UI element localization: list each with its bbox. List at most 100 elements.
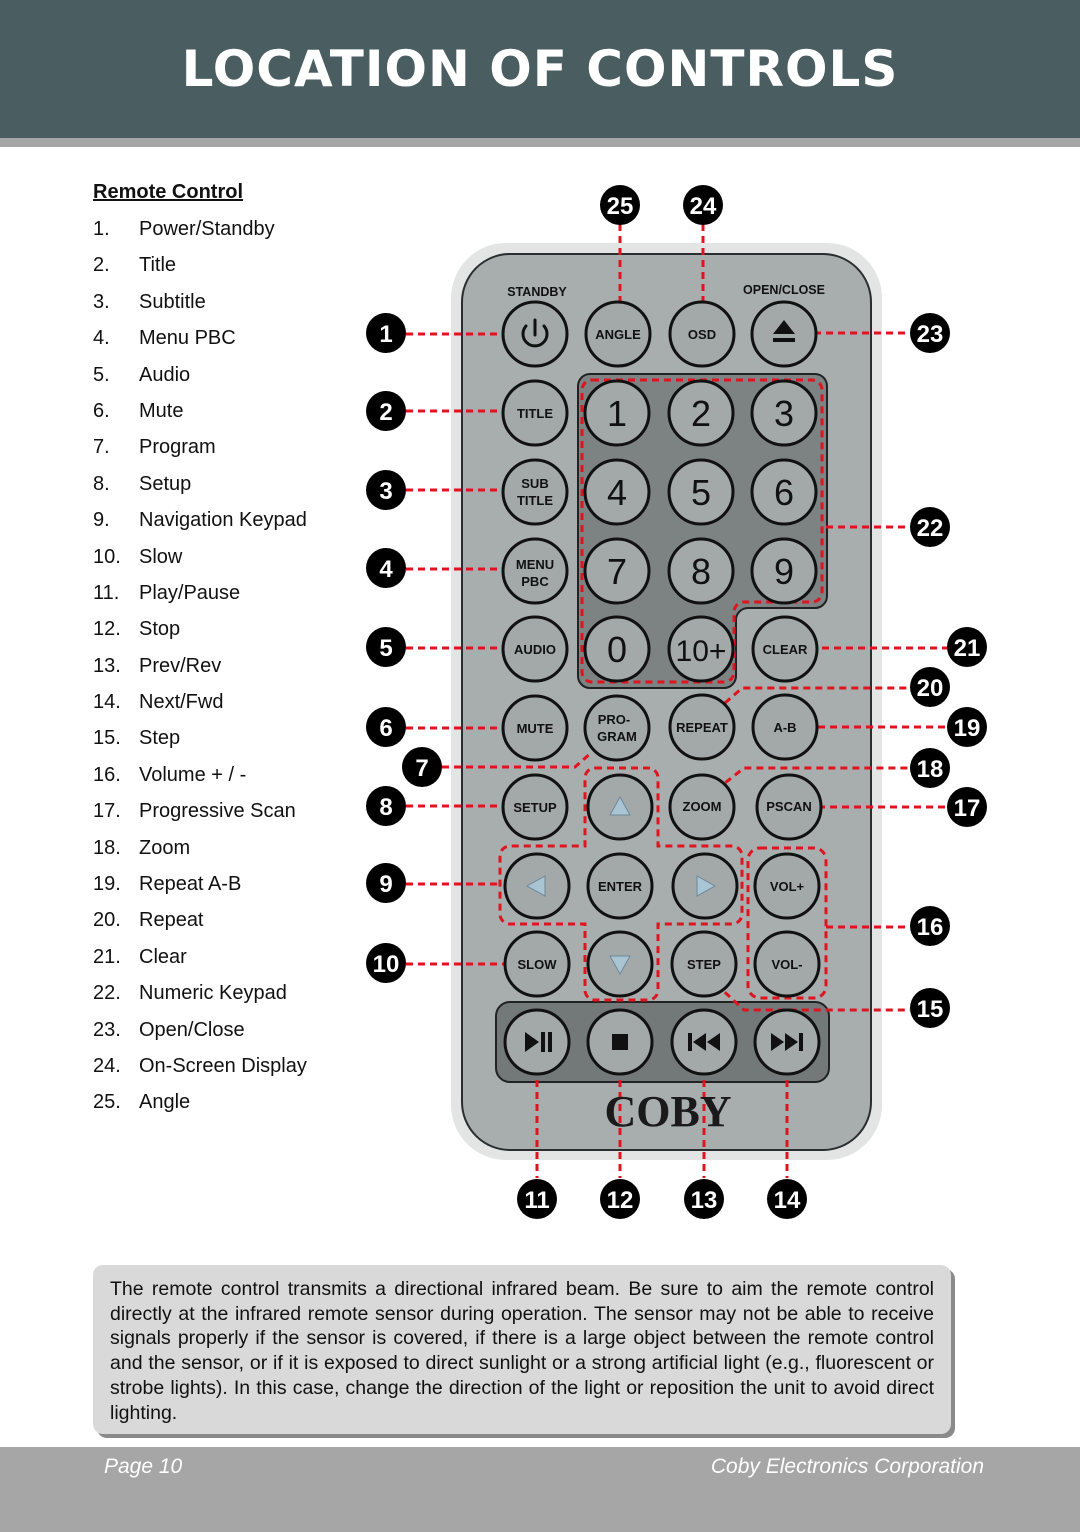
- svg-text:12: 12: [607, 1187, 634, 1214]
- volume-up-button[interactable]: VOL+: [753, 852, 821, 920]
- volume-up-label: VOL+: [770, 879, 805, 894]
- next-fwd-button[interactable]: [753, 1008, 821, 1076]
- nav-up-button[interactable]: [586, 773, 654, 841]
- item-label: Subtitle: [139, 290, 206, 313]
- stop-button[interactable]: [586, 1008, 654, 1076]
- digit-6-button[interactable]: 6: [750, 458, 818, 526]
- next-icon: [771, 1033, 803, 1051]
- item-label: Audio: [139, 363, 191, 386]
- item-label: Repeat: [139, 909, 204, 932]
- digit-0-button[interactable]: 0: [583, 615, 651, 683]
- digit-1-label: 1: [607, 393, 627, 434]
- open-close-button[interactable]: [750, 300, 818, 368]
- eject-icon: [773, 320, 795, 342]
- callout-5: 5: [366, 627, 406, 667]
- list-item: 23.Open/Close: [93, 1014, 307, 1050]
- item-number: 14.: [93, 691, 121, 714]
- list-item: 5.Audio: [93, 359, 307, 395]
- controls-list: 1.Power/Standby 2.Title 3.Subtitle 4.Men…: [93, 213, 307, 1123]
- item-label: Next/Fwd: [139, 691, 224, 714]
- navigation-keypad-outline: [498, 766, 744, 1002]
- infrared-note: The remote control transmits a direction…: [93, 1265, 951, 1434]
- svg-text:21: 21: [954, 635, 981, 662]
- callout-22: 22: [910, 507, 950, 547]
- digit-4-button[interactable]: 4: [583, 458, 651, 526]
- repeat-button[interactable]: REPEAT: [668, 693, 736, 761]
- subtitle-button-label-2: TITLE: [517, 493, 553, 508]
- item-number: 24.: [93, 1054, 121, 1077]
- digit-5-button[interactable]: 5: [667, 458, 735, 526]
- clear-button[interactable]: CLEAR: [751, 615, 819, 683]
- title-button[interactable]: TITLE: [501, 379, 569, 447]
- item-label: Play/Pause: [139, 581, 241, 604]
- audio-button[interactable]: AUDIO: [501, 615, 569, 683]
- repeat-ab-button[interactable]: A-B: [751, 693, 819, 761]
- list-item: 25.Angle: [93, 1086, 307, 1122]
- svg-text:9: 9: [379, 871, 392, 898]
- mute-button[interactable]: MUTE: [501, 694, 569, 762]
- item-label: Setup: [139, 472, 192, 495]
- prev-rev-button[interactable]: [670, 1008, 738, 1076]
- volume-keys-outline: [746, 846, 828, 1000]
- svg-text:24: 24: [690, 193, 717, 220]
- svg-text:2: 2: [379, 399, 392, 426]
- enter-button[interactable]: ENTER: [586, 852, 654, 920]
- digit-9-button[interactable]: 9: [750, 537, 818, 605]
- callout-15: 15: [910, 988, 950, 1028]
- list-item: 7.Program: [93, 431, 307, 467]
- digit-3-button[interactable]: 3: [750, 379, 818, 447]
- power-button[interactable]: [501, 300, 569, 368]
- callout-18: 18: [910, 748, 950, 788]
- callout-4: 4: [366, 548, 406, 588]
- pscan-button[interactable]: PSCAN: [755, 773, 823, 841]
- item-number: 25.: [93, 1091, 121, 1114]
- callout-19: 19: [947, 707, 987, 747]
- zoom-button[interactable]: ZOOM: [668, 773, 736, 841]
- item-number: 10.: [93, 545, 121, 568]
- svg-text:5: 5: [379, 635, 392, 662]
- subtitle-button[interactable]: SUB TITLE: [501, 458, 569, 526]
- nav-right-button[interactable]: [671, 852, 739, 920]
- volume-down-button[interactable]: VOL-: [753, 930, 821, 998]
- footer-bar: [0, 1447, 1080, 1532]
- digit-1-button[interactable]: 1: [583, 379, 651, 447]
- callout-line-18: [715, 766, 910, 792]
- item-number: 22.: [93, 982, 121, 1005]
- callout-6: 6: [366, 707, 406, 747]
- numeric-keypad-outline: [580, 378, 824, 684]
- arrow-left-icon: [525, 875, 546, 897]
- item-number: 1.: [93, 218, 110, 240]
- nav-down-button[interactable]: [586, 930, 654, 998]
- callout-12: 12: [600, 1179, 640, 1219]
- step-button[interactable]: STEP: [670, 930, 738, 998]
- digit-2-button[interactable]: 2: [667, 379, 735, 447]
- digit-0-label: 0: [607, 629, 627, 670]
- item-label: Program: [139, 436, 216, 459]
- slow-button[interactable]: SLOW: [503, 930, 571, 998]
- prev-icon: [688, 1033, 720, 1051]
- angle-button[interactable]: ANGLE: [584, 300, 652, 368]
- menu-pbc-button[interactable]: MENU PBC: [501, 537, 569, 605]
- repeat-button-label: REPEAT: [676, 720, 728, 735]
- program-button[interactable]: PRO- GRAM: [583, 694, 651, 762]
- setup-button[interactable]: SETUP: [501, 773, 569, 841]
- play-pause-button[interactable]: [503, 1008, 571, 1076]
- svg-text:7: 7: [415, 755, 428, 782]
- svg-text:4: 4: [379, 556, 393, 583]
- digit-10-plus-button[interactable]: 10+: [667, 615, 735, 683]
- nav-left-button[interactable]: [503, 852, 571, 920]
- menu-pbc-button-label-1: MENU: [516, 557, 554, 572]
- power-icon: [521, 324, 549, 348]
- osd-button-label: OSD: [688, 327, 716, 342]
- digit-8-button[interactable]: 8: [667, 537, 735, 605]
- svg-text:25: 25: [607, 193, 634, 220]
- list-item: 19.Repeat A-B: [93, 868, 307, 904]
- item-label: Title: [139, 254, 177, 277]
- osd-button[interactable]: OSD: [668, 300, 736, 368]
- stop-icon: [612, 1034, 628, 1050]
- item-number: 17.: [93, 800, 121, 823]
- svg-text:16: 16: [917, 914, 944, 941]
- svg-text:1: 1: [379, 321, 392, 348]
- item-label: Clear: [139, 945, 187, 968]
- digit-7-button[interactable]: 7: [583, 537, 651, 605]
